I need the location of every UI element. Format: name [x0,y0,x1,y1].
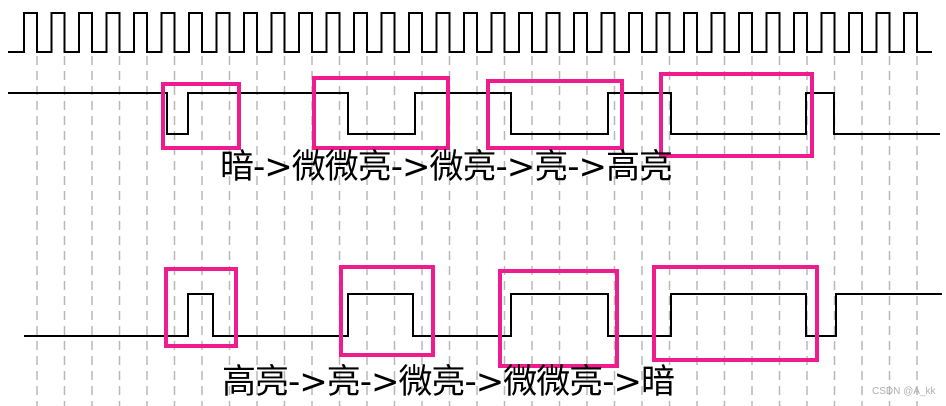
bottom-highlight-box-3 [498,269,619,368]
top-highlight-box-2 [312,76,450,150]
bottom-highlight-box-1 [164,267,238,348]
watermark: CSDN @A_kk [872,386,936,397]
top-highlight-box-3 [486,79,624,150]
top-brightness-sequence-caption: 暗->微微亮->微亮->亮->高亮 [220,147,673,187]
top-pwm-waveform [8,92,940,135]
bottom-highlight-boxes [164,265,819,368]
top-highlight-box-1 [161,82,241,150]
dashed-grid-lines [36,56,918,406]
bottom-highlight-box-2 [339,265,435,357]
top-highlight-boxes [161,72,814,158]
top-highlight-box-4 [659,72,814,158]
bottom-pwm-waveform [24,293,942,337]
bottom-highlight-box-4 [652,265,819,362]
clock-waveform [8,12,932,53]
bottom-brightness-sequence-caption: 高亮->亮->微亮->微微亮->暗 [222,362,675,402]
